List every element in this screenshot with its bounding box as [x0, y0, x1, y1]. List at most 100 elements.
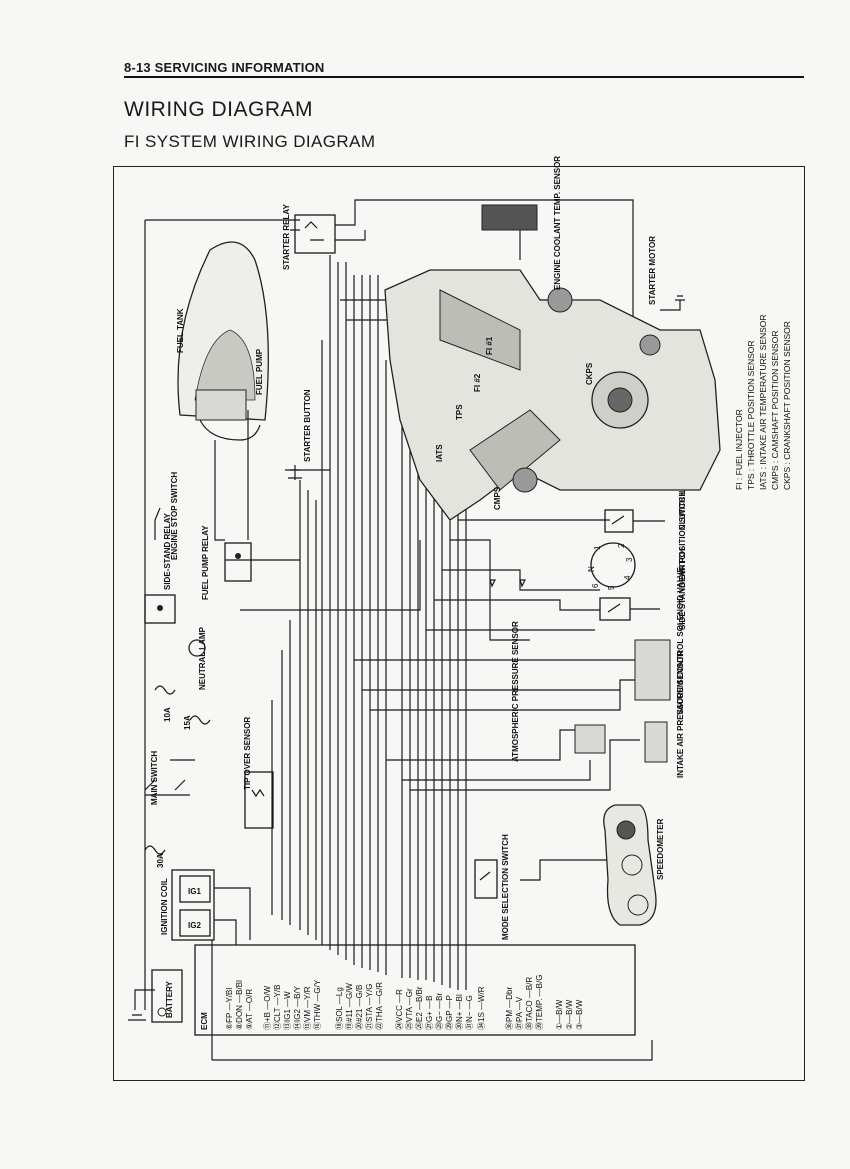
diagram-frame — [113, 166, 805, 1081]
battery-label: BATTERY — [165, 980, 174, 1018]
ecm-pin-label: ㉖E2 —B/Br — [415, 986, 424, 1030]
harness-bundle — [271, 255, 467, 990]
side-stand-switch-label: SIDE STAND SWITCH — [678, 548, 687, 630]
ecm-pin-label: ㉔VCC —R — [395, 989, 404, 1030]
mode-selection-switch-box — [474, 859, 498, 899]
main-switch-symbol — [144, 759, 195, 796]
fuse-15a-symbol — [189, 715, 211, 725]
engine-stop-switch-label: ENGINE STOP SWITCH — [170, 472, 179, 560]
section-header: 8-13 SERVICING INFORMATION — [124, 60, 325, 75]
fi2-label: FI #2 — [473, 373, 482, 392]
mode-selection-switch-label: MODE SELECTION SWITCH — [501, 834, 510, 940]
cmps-label: CMPS — [493, 486, 502, 510]
side-stand-relay-box — [144, 594, 176, 624]
ecm-pin-label: ⑭IG2 —B/Y — [293, 985, 302, 1030]
ignition-coil-label: IGNITION COIL — [160, 878, 169, 935]
speedometer-label: SPEEDOMETER — [656, 818, 665, 880]
speedometer-icon — [603, 804, 657, 926]
legend-entry: FI : FUEL INJECTOR — [734, 409, 744, 490]
engine-coolant-temp-sensor-label: ENGINE COOLANT TEMP. SENSOR — [553, 156, 562, 290]
ckps-label: CKPS — [585, 362, 594, 385]
engine-illustration — [384, 269, 721, 521]
ecm-pin-label: ㉚N+ —Bl — [455, 994, 464, 1030]
tip-over-sensor-label: TIP OVER SENSOR — [243, 717, 252, 790]
ecm-pin-label: ㉗G+ —B — [425, 996, 434, 1030]
ecm-pin-label: ㊲PA —V — [515, 996, 524, 1030]
starter-button-label: STARTER BUTTON — [303, 389, 312, 462]
ecm-box — [194, 944, 636, 1036]
gear-position-label: 2 — [617, 543, 626, 548]
page-title: WIRING DIAGRAM — [124, 98, 313, 121]
ecm-pin-label: ㉘G− —Br — [435, 993, 444, 1030]
neutral-lamp-label: NEUTRAL LAMP — [198, 626, 207, 690]
fuse-15a-label: 15A — [183, 715, 192, 730]
gear-position-label: 4 — [623, 575, 632, 580]
iats-label: IATS — [435, 444, 444, 462]
engine-stop-switch-symbol — [154, 507, 161, 540]
gear-position-label: 5 — [607, 585, 616, 590]
ecm-pin-label: ㊳TACO —B/R — [525, 977, 534, 1030]
fuse-10a-label: 10A — [163, 707, 172, 722]
header-rule — [124, 76, 804, 78]
ecm-pin-label: ⑨AT —O/R — [245, 989, 254, 1030]
vacuum-control-solenoid-valve-icon — [634, 639, 671, 701]
ecm-pin-label: ㉙GP —P — [445, 995, 454, 1030]
ecm-pin-label: ㊱PM —Dbr — [505, 987, 514, 1030]
ignition-coil-box — [171, 869, 215, 941]
fuel-pump-relay-box — [224, 542, 252, 582]
gear-position-label: N — [587, 566, 596, 572]
ecm-pin-label: ⑱SOL —Lg — [335, 987, 344, 1030]
gear-position-label: 3 — [625, 557, 634, 562]
gear-position-switch-icon — [590, 542, 636, 588]
tip-over-sensor-box — [244, 771, 274, 829]
ecm-pin-label: ⑲#11 —G/W — [345, 983, 354, 1030]
ecm-pin-label: ㉛N− —G — [465, 995, 474, 1030]
gear-position-label: 1 — [593, 545, 602, 550]
neutral-lamp-icon — [188, 639, 206, 657]
ecm-pin-label: ㊴TEMP. —B/G — [535, 975, 544, 1030]
ecm-pin-label: ⑥FP —Y/Bl — [225, 988, 234, 1030]
ecm-pin-label: ㉕VTA —Gr — [405, 988, 414, 1030]
ecm-pin-label: ⑪+B —O/W — [263, 985, 272, 1030]
starter-relay-label: STARTER RELAY — [282, 204, 291, 270]
ecm-pin-label: ⑧DON —B/Bl — [235, 980, 244, 1030]
fuel-tank-label: FUEL TANK — [176, 308, 185, 353]
clutch-lever-switch-box — [604, 509, 634, 533]
page-subtitle: FI SYSTEM WIRING DIAGRAM — [124, 132, 376, 151]
starter-button-symbol — [288, 465, 302, 480]
ground-symbol — [128, 989, 155, 1021]
ig1-label: IG1 — [188, 887, 201, 896]
ecm-pin-label: ②—B/W — [565, 999, 574, 1030]
ecm-pin-label: ③—B/W — [575, 999, 584, 1030]
side-stand-relay-label: SIDE-STAND RELAY — [163, 512, 172, 590]
atmospheric-pressure-sensor-label: ATMOSPHERIC PRESSURE SENSOR — [511, 621, 520, 762]
gear-position-labels: N 1 2 3 4 5 6 — [587, 543, 634, 590]
ecm-pin-label: ⑫CLT —Y/B — [273, 985, 282, 1031]
gear-position-switch-label: GEAR POSITION SWITCH — [678, 490, 687, 588]
fi1-label: FI #1 — [485, 336, 494, 355]
gear-position-label: 6 — [591, 583, 600, 588]
ecm-pin-label: ㉒THA —G/R — [375, 982, 384, 1030]
ecm-pin-label: ⑯THW —G/Y — [313, 979, 322, 1030]
side-stand-switch-box — [599, 597, 631, 621]
diodes — [489, 579, 526, 588]
starter-relay-box — [294, 214, 336, 254]
ig2-label: IG2 — [188, 921, 201, 930]
intake-air-pressure-sensor-label: INTAKE AIR PRESSURE SENSOR — [676, 651, 685, 778]
vacuum-control-solenoid-valve-label: VACUUM CONTROL SOLENOID VALVE — [676, 566, 685, 715]
ecm-pin-label: ㉑STA —Y/G — [365, 983, 374, 1030]
main-switch-label: MAIN SWITCH — [150, 751, 159, 805]
starter-motor-label: STARTER MOTOR — [648, 236, 657, 305]
legend-entry: CMPS : CAMSHAFT POSITION SENSOR — [770, 331, 780, 490]
fuel-pump-label: FUEL PUMP — [255, 348, 264, 395]
legend-entry: CKPS : CRANKSHAFT POSITION SENSOR — [782, 321, 792, 490]
starter-motor-wire — [335, 199, 634, 320]
ecm-pin-label: ㉞1S —W/R — [477, 986, 486, 1030]
atmospheric-pressure-sensor-icon — [574, 724, 606, 754]
legend-entry: TPS : THROTTLE POSITION SENSOR — [746, 340, 756, 490]
fuse-10a-symbol — [154, 685, 176, 695]
ecm-pin-label: ①—B/W — [555, 999, 564, 1030]
starter-motor-ground — [660, 295, 685, 311]
